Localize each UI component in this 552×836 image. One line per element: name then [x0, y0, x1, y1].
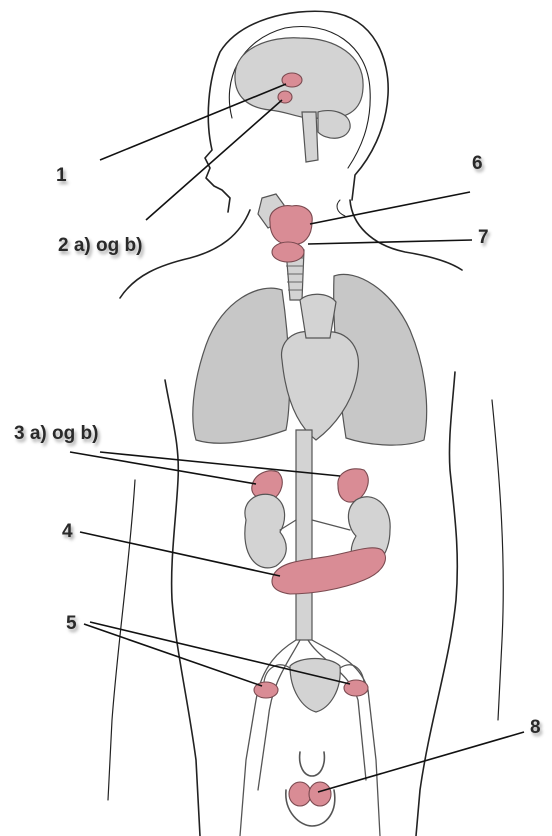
- label-7: 7: [478, 228, 489, 247]
- label-6: 6: [472, 154, 483, 173]
- label-2: 2 a) og b): [58, 236, 142, 255]
- uterus: [290, 659, 340, 713]
- torso-left-outline: [165, 380, 200, 836]
- arm-right-outline: [492, 400, 503, 720]
- leader-7: [308, 240, 472, 244]
- descending-aorta: [296, 430, 312, 640]
- brainstem: [302, 112, 318, 162]
- ovary-right: [344, 680, 368, 696]
- leader-5a: [84, 624, 262, 686]
- label-8: 8: [530, 718, 541, 737]
- torso-right-outline: [416, 372, 457, 836]
- testis-left: [289, 782, 311, 806]
- shoulder-right: [350, 200, 462, 270]
- label-5: 5: [66, 614, 77, 633]
- label-4: 4: [62, 522, 73, 541]
- testis-right: [309, 782, 331, 806]
- left-kidney: [245, 494, 286, 568]
- label-3: 3 a) og b): [14, 424, 98, 443]
- aorta: [300, 294, 336, 338]
- renal-vessels: [280, 520, 350, 530]
- leader-3a: [70, 452, 256, 484]
- pancreas: [272, 548, 385, 594]
- parathyroid-gland: [272, 242, 304, 262]
- neck-crease: [337, 200, 345, 216]
- label-1: 1: [56, 166, 67, 185]
- leader-6: [310, 192, 470, 224]
- penis: [300, 752, 325, 776]
- thyroid-gland: [270, 206, 312, 245]
- left-lung: [193, 288, 290, 443]
